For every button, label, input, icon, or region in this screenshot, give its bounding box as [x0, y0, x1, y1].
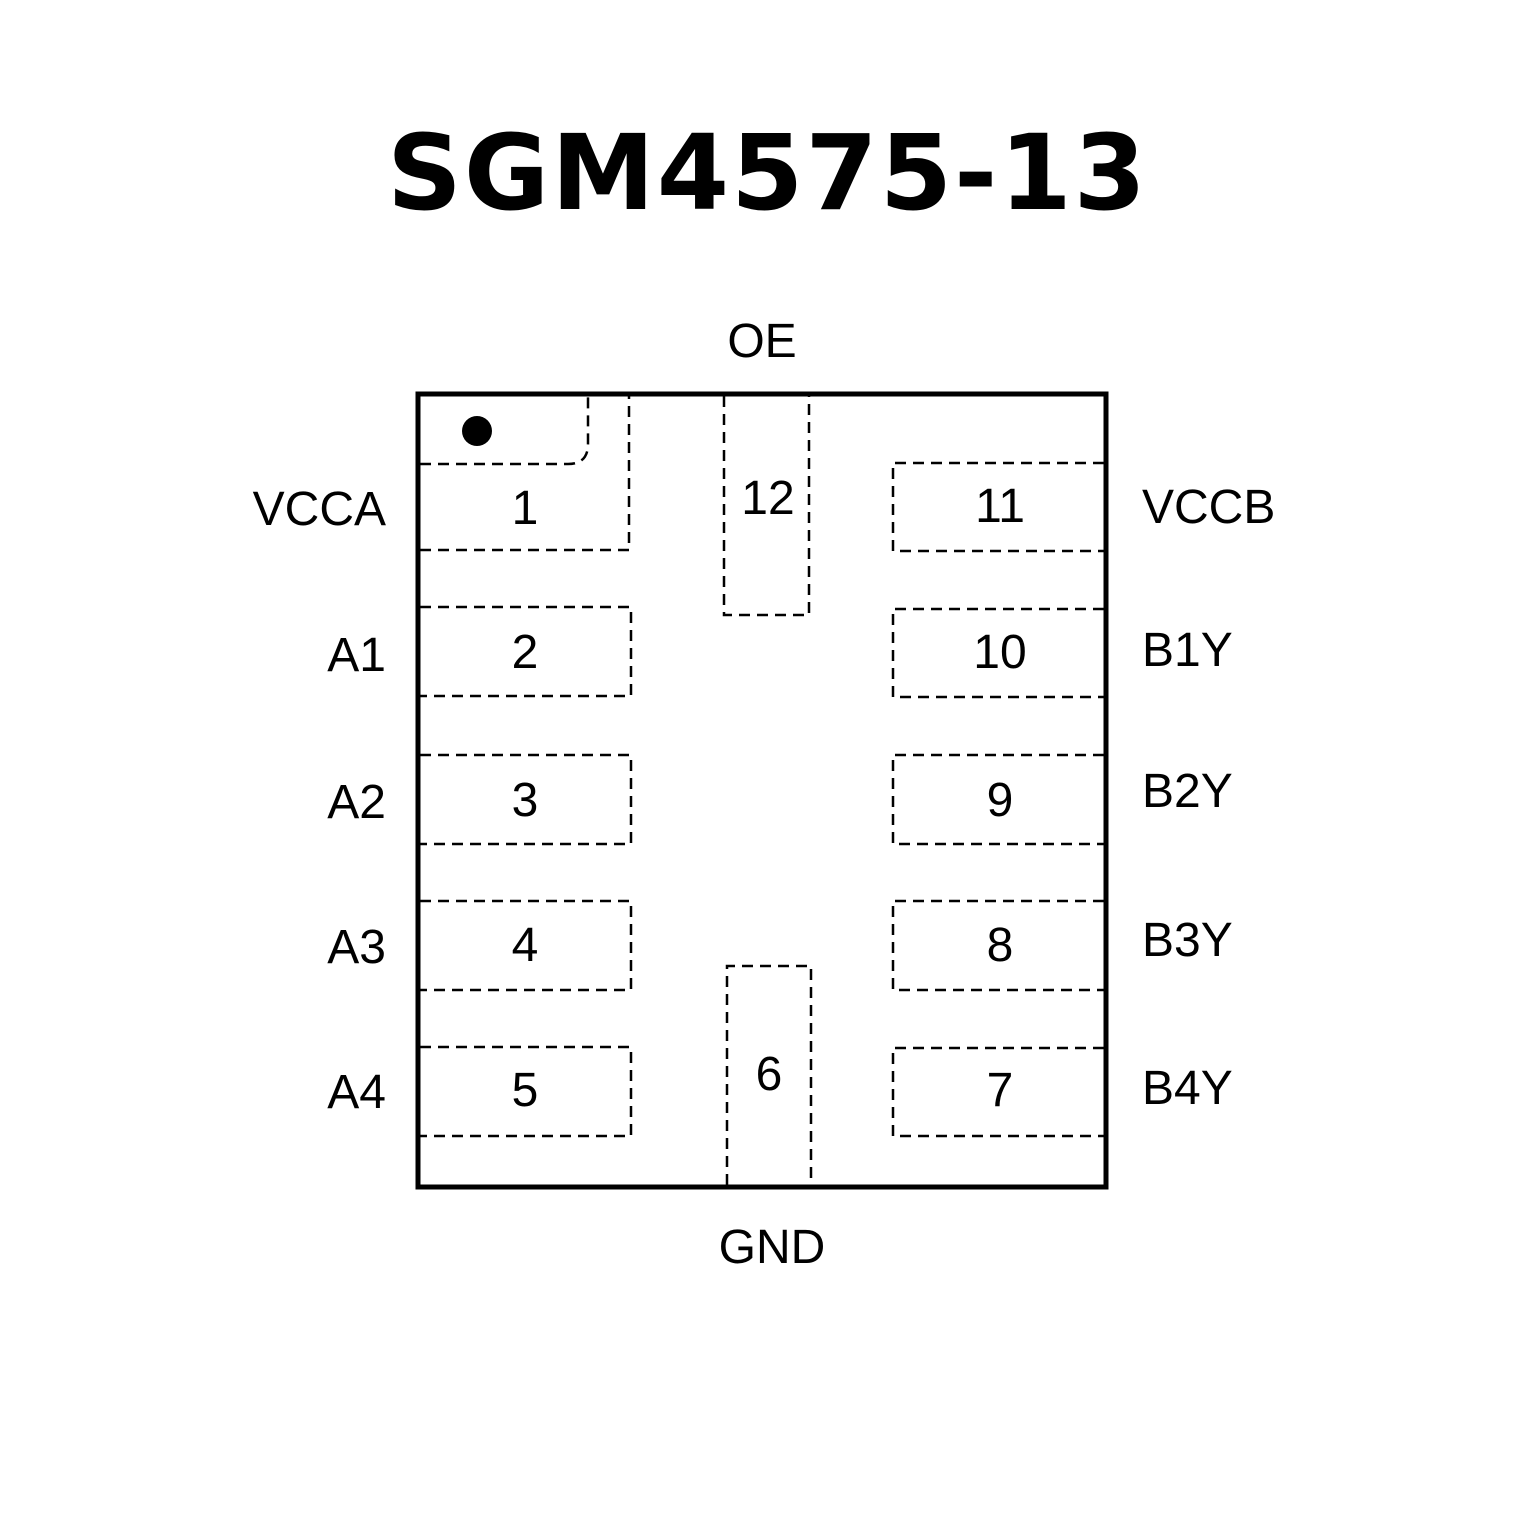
- pin-number: 10: [973, 626, 1026, 679]
- pad-11: [891, 461, 1104, 553]
- pad-12: [722, 396, 811, 617]
- pin-number: 9: [987, 774, 1014, 827]
- pin-name-right: B4Y: [1142, 1062, 1233, 1115]
- pad-5: [420, 1045, 633, 1138]
- pin-name-left: A1: [327, 629, 386, 682]
- pin-number: 7: [987, 1064, 1014, 1117]
- pin-number: 4: [512, 919, 539, 972]
- pad-9: [891, 753, 1104, 846]
- pad-2: [420, 605, 633, 698]
- pad-6: [725, 964, 813, 1185]
- chip-title: SGM4575-13: [386, 112, 1149, 234]
- pin-name-right: VCCB: [1142, 481, 1275, 534]
- pin-name-top: OE: [727, 315, 796, 368]
- pin-number: 8: [987, 919, 1014, 972]
- pin-name-right: B2Y: [1142, 765, 1233, 818]
- pin1-dot-icon: [462, 416, 492, 446]
- pin-name-right: B3Y: [1142, 914, 1233, 967]
- pad-1: [420, 396, 631, 552]
- pin-name-left: A3: [327, 921, 386, 974]
- pad-10: [891, 607, 1104, 699]
- package-outline: [415, 391, 1109, 1190]
- pin1-corner-outline: [420, 396, 590, 466]
- pin-number: 6: [756, 1048, 783, 1101]
- pin-name-left: A4: [327, 1066, 386, 1119]
- pin-number: 12: [741, 472, 794, 525]
- pad-7: [891, 1046, 1104, 1138]
- pin-name-left: VCCA: [253, 483, 386, 536]
- pin-number: 5: [512, 1064, 539, 1117]
- pin-number: 1: [512, 482, 539, 535]
- pin-name-bottom: GND: [719, 1221, 826, 1274]
- pad-4: [420, 899, 633, 992]
- pin-name-right: B1Y: [1142, 624, 1233, 677]
- pad-8: [891, 899, 1104, 992]
- pin-number: 3: [512, 774, 539, 827]
- pad-3: [420, 753, 633, 846]
- pin-number: 2: [512, 626, 539, 679]
- pin-name-left: A2: [327, 776, 386, 829]
- pin-number: 11: [975, 480, 1025, 533]
